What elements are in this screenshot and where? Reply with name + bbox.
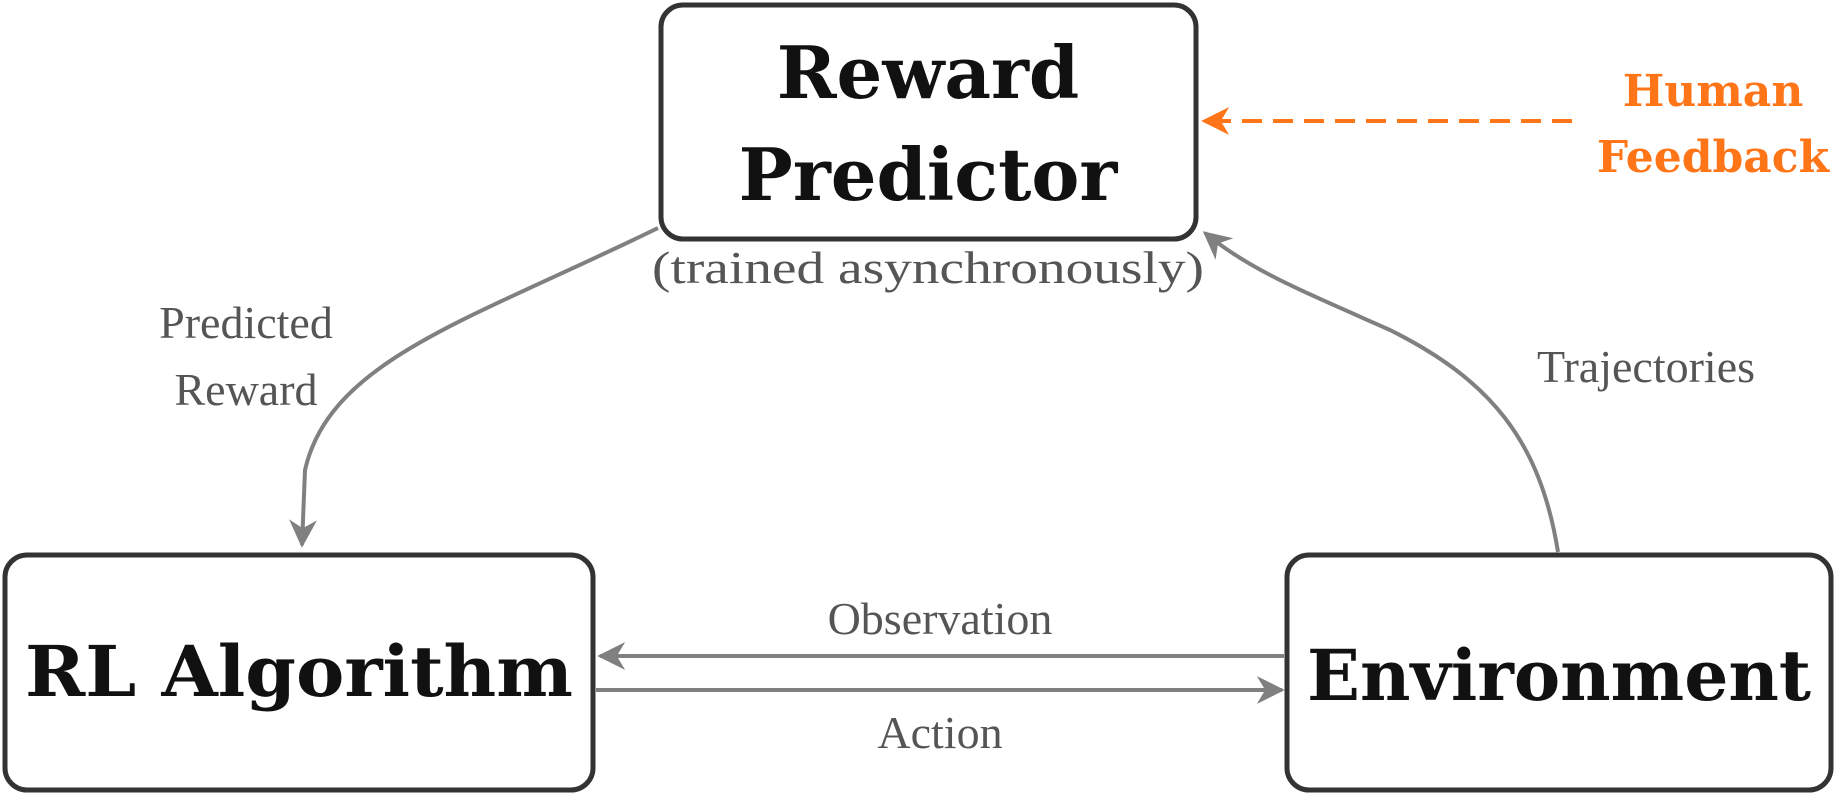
environment-node: Environment — [1284, 552, 1834, 793]
reward-predictor-title-line1: Reward — [777, 30, 1080, 115]
rl-algorithm-node: RL Algorithm — [2, 552, 596, 793]
trajectories-label: Trajectories — [1537, 341, 1755, 392]
action-label: Action — [877, 707, 1002, 758]
observation-label: Observation — [828, 593, 1053, 644]
predicted-reward-arrow — [289, 226, 659, 548]
predicted-reward-label-line1: Predicted — [159, 297, 333, 348]
predicted-reward-label-line2: Reward — [174, 364, 317, 415]
async-note: (trained asynchronously) — [652, 242, 1204, 293]
human-feedback-label-line2: Feedback — [1597, 132, 1831, 183]
rl-algorithm-title: RL Algorithm — [25, 630, 573, 713]
environment-title: Environment — [1307, 634, 1811, 717]
trajectories-arrow — [1202, 231, 1560, 553]
human-feedback-label-line1: Human — [1623, 66, 1804, 117]
reward-predictor-title-line2: Predictor — [739, 132, 1119, 217]
reward-predictor-node: Reward Predictor — [658, 2, 1199, 242]
